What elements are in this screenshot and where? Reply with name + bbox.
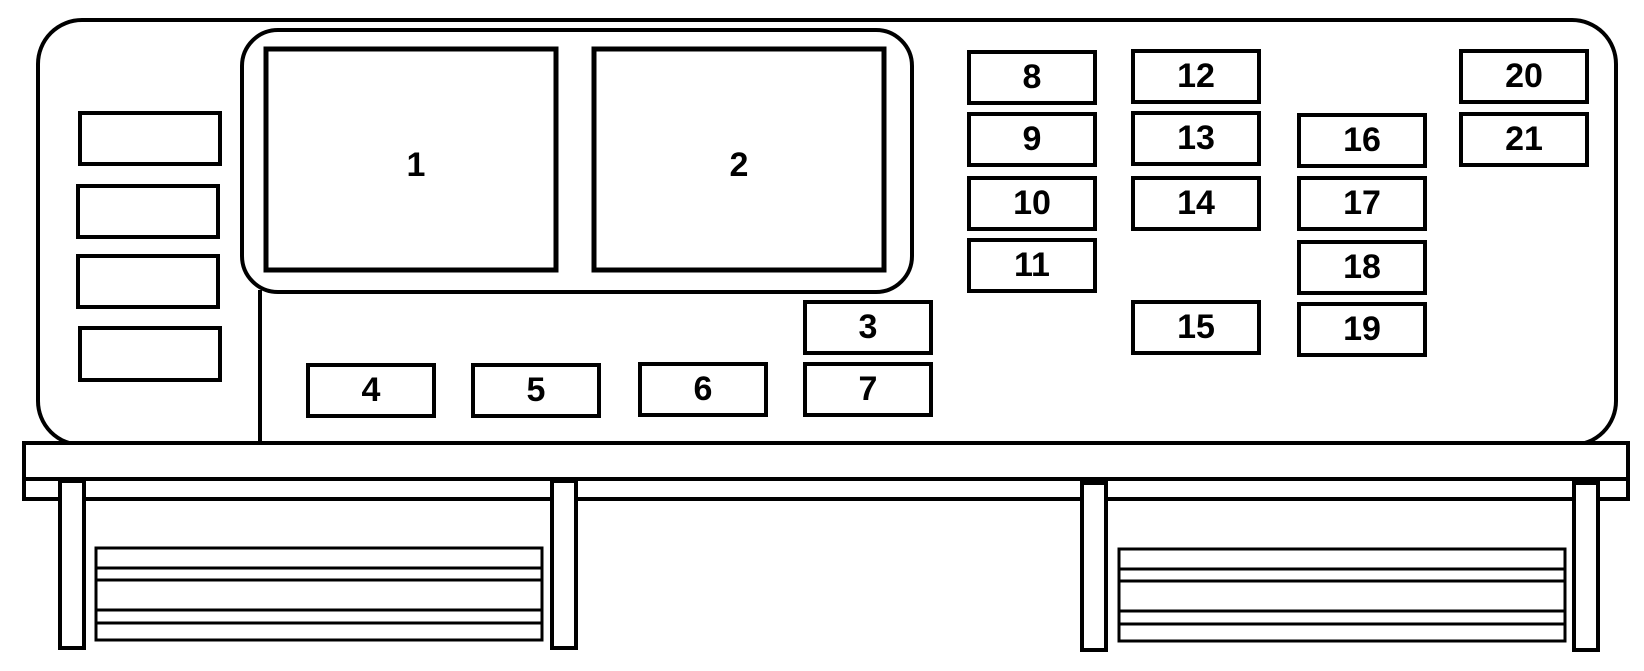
fuse-6-box — [638, 362, 768, 417]
fuse-12-box — [1131, 49, 1261, 104]
fuse-19-label: 19 — [1343, 310, 1381, 348]
fuse-21: 21 — [1459, 112, 1589, 167]
connector-right — [1117, 547, 1567, 643]
fuse-13-box — [1131, 111, 1261, 166]
relay-1-label: 1 — [407, 146, 426, 184]
fuse-14-label: 14 — [1177, 184, 1215, 222]
fuse-8: 8 — [967, 50, 1097, 105]
fuse-13: 13 — [1131, 111, 1261, 166]
fuse-3-label: 3 — [859, 308, 878, 346]
fuse-12: 12 — [1131, 49, 1261, 104]
fuse-18-box — [1297, 240, 1427, 295]
relay-2-box — [591, 46, 887, 273]
fuse-4-box — [306, 363, 436, 418]
fuse-6-label: 6 — [694, 370, 713, 408]
fuse-17-box — [1297, 176, 1427, 231]
base-rail — [22, 441, 1630, 481]
fuse-9: 9 — [967, 112, 1097, 167]
spare-slot — [76, 184, 220, 239]
relay-1: 1 — [263, 46, 559, 273]
fuse-3: 3 — [803, 300, 933, 355]
fuse-13-label: 13 — [1177, 119, 1215, 157]
mounting-leg — [1572, 481, 1600, 652]
fuse-5-label: 5 — [527, 371, 546, 409]
fuse-9-box — [967, 112, 1097, 167]
fuse-3-box — [803, 300, 933, 355]
fuse-20-box — [1459, 49, 1589, 104]
fuse-17-label: 17 — [1343, 184, 1381, 222]
mounting-leg — [58, 479, 86, 650]
fuse-5: 5 — [471, 363, 601, 418]
mounting-legs — [58, 479, 1600, 652]
fuse-4-label: 4 — [362, 371, 381, 409]
mounting-leg — [1080, 481, 1108, 652]
fuse-18-label: 18 — [1343, 248, 1381, 286]
fuse-11: 11 — [967, 238, 1097, 293]
fuse-12-label: 12 — [1177, 57, 1215, 95]
fuse-7-label: 7 — [859, 370, 878, 408]
connector-right-frame — [1117, 547, 1567, 643]
spare-slots — [76, 111, 222, 382]
fuse-16: 16 — [1297, 113, 1427, 168]
relay-1-box — [263, 46, 559, 273]
fuse-19: 19 — [1297, 302, 1427, 357]
spare-slot — [76, 254, 220, 309]
fuse-21-label: 21 — [1505, 120, 1543, 158]
fuse-9-label: 9 — [1023, 120, 1042, 158]
fuse-11-box — [967, 238, 1097, 293]
relay-2-label: 2 — [730, 146, 749, 184]
fuse-14: 14 — [1131, 176, 1261, 231]
mounting-leg — [550, 479, 578, 650]
fuse-16-label: 16 — [1343, 121, 1381, 159]
spare-slot — [78, 326, 222, 382]
fuse-6: 6 — [638, 362, 768, 417]
fuse-7: 7 — [803, 362, 933, 417]
fuse-8-box — [967, 50, 1097, 105]
base-rail-lower — [22, 477, 1630, 501]
fuse-17: 17 — [1297, 176, 1427, 231]
fuse-20: 20 — [1459, 49, 1589, 104]
relay-2: 2 — [591, 46, 887, 273]
fuse-5-box — [471, 363, 601, 418]
spare-slot — [78, 111, 222, 166]
relay-housing — [240, 28, 914, 294]
fuse-14-box — [1131, 176, 1261, 231]
connector-left — [94, 546, 544, 642]
fuse-4: 4 — [306, 363, 436, 418]
fuse-21-box — [1459, 112, 1589, 167]
fuse-19-box — [1297, 302, 1427, 357]
fuse-15: 15 — [1131, 300, 1261, 355]
fuse-15-label: 15 — [1177, 308, 1215, 346]
fuse-11-label: 11 — [1014, 246, 1050, 284]
fuse-7-box — [803, 362, 933, 417]
fuse-16-box — [1297, 113, 1427, 168]
fuse-15-box — [1131, 300, 1261, 355]
fuse-20-label: 20 — [1505, 57, 1543, 95]
fuse-10-label: 10 — [1013, 184, 1051, 222]
fuse-10: 10 — [967, 176, 1097, 231]
fuse-18: 18 — [1297, 240, 1427, 295]
fuse-10-box — [967, 176, 1097, 231]
fuse-8-label: 8 — [1023, 58, 1042, 96]
connector-left-frame — [94, 546, 544, 642]
